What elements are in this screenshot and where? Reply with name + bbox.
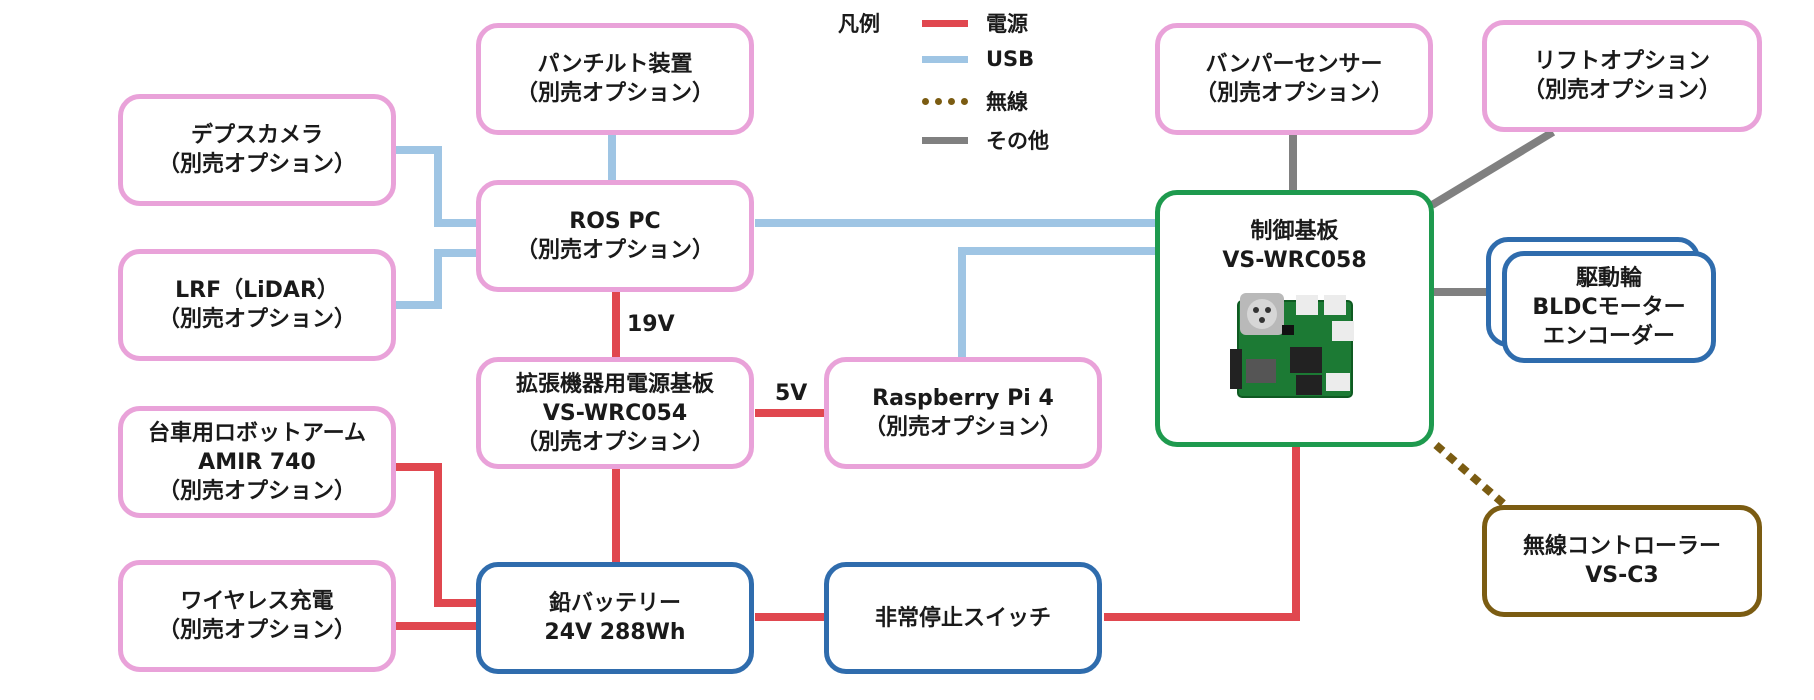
usb-line-depth-rospc xyxy=(395,146,478,227)
node-label: ワイヤレス充電 xyxy=(180,589,334,614)
node-label: （別売オプション） xyxy=(515,81,714,106)
legend-label: その他 xyxy=(986,129,1049,153)
node-label: 駆動輪 xyxy=(1575,265,1642,291)
node-label: VS-WRC054 xyxy=(542,400,688,426)
usb-line-lrf-rospc xyxy=(395,249,478,309)
node-label: ROS PC xyxy=(569,209,661,234)
node-power-expansion-board: 拡張機器用電源基板 VS-WRC054 （別売オプション） xyxy=(476,357,754,469)
other-swatch xyxy=(922,136,968,144)
node-label: Raspberry Pi 4 xyxy=(872,386,1054,411)
node-label: VS-C3 xyxy=(1585,563,1659,588)
node-lift-option: リフトオプション （別売オプション） xyxy=(1482,20,1762,132)
node-wireless-controller: 無線コントローラー VS-C3 xyxy=(1482,505,1762,617)
node-label: （別売オプション） xyxy=(157,478,356,504)
node-label: （別売オプション） xyxy=(157,307,356,332)
node-lrf: LRF（LiDAR） （別売オプション） xyxy=(118,249,396,361)
legend-item-wireless: 無線 xyxy=(922,86,1028,116)
edge-label-5v: 5V xyxy=(775,381,808,406)
node-label: 鉛バッテリー xyxy=(548,591,681,616)
legend-label: 電源 xyxy=(986,12,1028,36)
node-label: 24V 288Wh xyxy=(544,620,686,645)
node-battery: 鉛バッテリー 24V 288Wh xyxy=(476,562,754,674)
node-label: 非常停止スイッチ xyxy=(874,605,1051,631)
node-label: （別売オプション） xyxy=(1194,81,1393,106)
other-connections xyxy=(1289,128,1556,296)
node-label: 制御基板 xyxy=(1250,219,1339,244)
legend-title: 凡例 xyxy=(838,12,880,36)
node-emergency-stop: 非常停止スイッチ xyxy=(824,562,1102,674)
power-swatch xyxy=(922,19,968,27)
power-connections xyxy=(395,290,1300,630)
node-label: エンコーダー xyxy=(1542,323,1675,349)
node-wireless-charger: ワイヤレス充電 （別売オプション） xyxy=(118,560,396,672)
legend-item-other: その他 xyxy=(922,125,1049,155)
node-label: AMIR 740 xyxy=(198,449,316,475)
wireless-line-control-controller xyxy=(1433,441,1508,509)
node-label: 台車用ロボットアーム xyxy=(147,420,367,446)
node-robot-arm: 台車用ロボットアーム AMIR 740 （別売オプション） xyxy=(118,406,396,518)
node-label: VS-WRC058 xyxy=(1222,248,1367,273)
node-label: （別売オプション） xyxy=(157,152,356,177)
legend-label: USB xyxy=(986,47,1035,71)
node-label: BLDCモーター xyxy=(1532,294,1686,320)
node-label: （別売オプション） xyxy=(157,618,356,643)
node-label: バンパーセンサー xyxy=(1205,52,1383,77)
node-control-board: 制御基板 VS-WRC058 xyxy=(1155,190,1434,447)
node-label: デプスカメラ xyxy=(190,123,323,148)
power-line-arm-battery xyxy=(395,463,478,607)
node-label: 無線コントローラー xyxy=(1522,534,1721,559)
node-ros-pc: ROS PC （別売オプション） xyxy=(476,180,754,292)
usb-line-raspi-control xyxy=(958,247,1157,360)
other-line-lift-control xyxy=(1429,128,1556,209)
legend-item-power: 電源 xyxy=(922,8,1028,38)
node-label: （別売オプション） xyxy=(515,238,714,263)
wireless-swatch xyxy=(922,97,968,105)
node-pantilt: パンチルト装置 （別売オプション） xyxy=(476,23,754,135)
node-raspberry-pi: Raspberry Pi 4 （別売オプション） xyxy=(824,357,1102,469)
node-label: リフトオプション xyxy=(1533,49,1710,74)
node-depth-camera: デプスカメラ （別売オプション） xyxy=(118,94,396,206)
node-label: 拡張機器用電源基板 xyxy=(515,371,714,397)
node-label: （別売オプション） xyxy=(1522,78,1721,103)
legend-item-usb: USB xyxy=(922,47,1034,71)
node-bumper-sensor: バンパーセンサー （別売オプション） xyxy=(1155,23,1433,135)
node-label: LRF（LiDAR） xyxy=(175,278,339,303)
edge-label-19v: 19V xyxy=(627,312,675,337)
node-label: （別売オプション） xyxy=(863,415,1062,440)
node-label: （別売オプション） xyxy=(515,429,714,455)
power-line-estop-control xyxy=(1104,445,1300,621)
node-drive-wheels: 駆動輪 BLDCモーター エンコーダー xyxy=(1502,251,1716,363)
usb-connections xyxy=(395,135,1157,360)
usb-swatch xyxy=(922,55,968,63)
legend-label: 無線 xyxy=(986,90,1028,114)
circuit-board-image xyxy=(1229,293,1354,398)
node-label: パンチルト装置 xyxy=(537,52,693,77)
